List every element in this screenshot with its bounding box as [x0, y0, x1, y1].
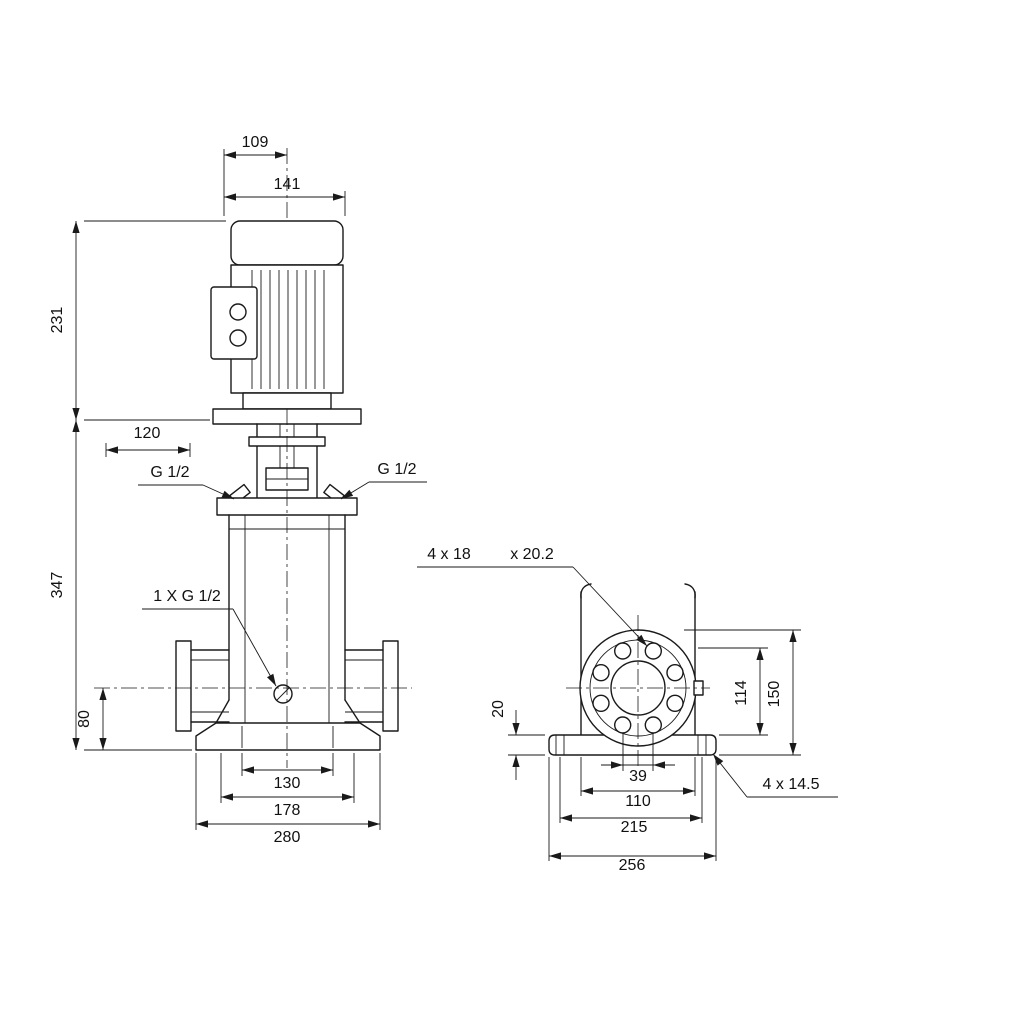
- dim-label-109: 109: [242, 134, 269, 151]
- dim-flange-top-height: 150: [684, 629, 801, 756]
- dim-label-347: 347: [49, 572, 66, 599]
- dim-label-231: 231: [49, 307, 66, 334]
- dim-hole-span: 39: [601, 733, 675, 785]
- cable-entry-hole: [229, 303, 247, 321]
- flange-face: [579, 629, 704, 747]
- dim-port-height: 80: [76, 688, 107, 750]
- side-view: 4 x 18 x 20.2 20 114 150: [417, 546, 838, 874]
- chamber-stack: [215, 514, 361, 724]
- cable-entry-hole: [229, 329, 247, 347]
- label-drain: 1 X G 1/2: [153, 588, 221, 605]
- front-view: 109 141 231 347 120: [49, 134, 427, 846]
- dim-body-width: 110: [580, 757, 696, 810]
- label-g12-left: G 1/2: [150, 464, 189, 481]
- dim-base-depth: 256: [548, 757, 717, 874]
- dim-port-center-height: 114: [698, 647, 768, 736]
- dim-label-130: 130: [274, 775, 301, 792]
- dim-label-280: 280: [274, 829, 301, 846]
- label-g12-right: G 1/2: [377, 461, 416, 478]
- dim-base-thickness: 20: [490, 700, 545, 780]
- dim-motor-width: 141: [224, 176, 346, 216]
- leader-base-holes: 4 x 14.5: [712, 753, 838, 798]
- dim-base-inner-width: 178: [220, 753, 355, 819]
- baseplate-front: [195, 722, 381, 751]
- leader-plug-left: G 1/2: [138, 464, 235, 500]
- dim-label-39: 39: [629, 768, 647, 785]
- dim-label-141: 141: [274, 176, 301, 193]
- dim-label-120: 120: [134, 425, 161, 442]
- label-4x14-5: 4 x 14.5: [763, 776, 820, 793]
- dim-label-215: 215: [621, 819, 648, 836]
- bolt-holes: [592, 642, 684, 734]
- motor: [210, 220, 344, 410]
- dim-label-114: 114: [733, 680, 750, 706]
- fan-cover: [230, 220, 344, 266]
- leader-plug-right: G 1/2: [340, 461, 427, 500]
- drain-plug: [273, 684, 293, 704]
- dim-pump-height: 347: [49, 420, 192, 751]
- dim-motor-top-width: 109: [223, 134, 287, 216]
- leader-drain-plug: 1 X G 1/2: [142, 588, 277, 687]
- dim-motor-height: 231: [49, 220, 226, 421]
- dim-base-hole-span: 130: [241, 753, 334, 792]
- motor-end-flange: [242, 392, 332, 410]
- terminal-box: [210, 286, 258, 360]
- leader-flange-holes: 4 x 18 x 20.2: [417, 546, 648, 647]
- dim-label-110: 110: [625, 793, 651, 810]
- dim-base-width: 280: [195, 753, 381, 846]
- suction-flange: [175, 640, 230, 732]
- discharge-flange: [344, 640, 399, 732]
- label-4x18: 4 x 18: [427, 546, 471, 563]
- pump-head: [216, 483, 358, 516]
- dim-label-20: 20: [490, 700, 507, 718]
- dim-label-256: 256: [619, 857, 646, 874]
- label-x20-2: x 20.2: [510, 546, 554, 563]
- dim-label-150: 150: [766, 681, 783, 708]
- dim-label-80: 80: [76, 710, 93, 728]
- dim-stool-width: 120: [105, 425, 191, 457]
- dim-base-hole-span-side: 215: [559, 757, 703, 836]
- pump-body-side: [580, 583, 696, 736]
- dim-label-178: 178: [274, 802, 301, 819]
- flange-bore: [610, 660, 666, 716]
